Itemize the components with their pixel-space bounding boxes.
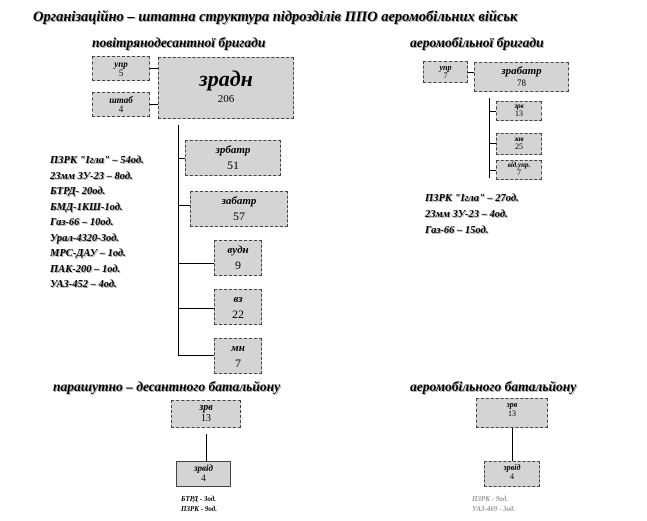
- vudn-node: вудн 9: [214, 240, 267, 281]
- airmobile-battalion-heading: аеромобільного батальйону: [410, 379, 577, 394]
- para-equipment-list: БТРД - 3од. ПЗРК - 9од.: [181, 495, 217, 513]
- airmobile-zav-node: зав 25: [496, 133, 542, 155]
- airmobile-batt-equipment-list: ПЗРК - 9од. УАЗ-469 - 3од.: [472, 495, 516, 513]
- upr-node: упр 5: [92, 56, 150, 81]
- airborne-brigade-heading: повітрянодесантної бригади: [92, 35, 266, 50]
- airmobile-vidupr-node: від.упр. 7: [496, 160, 542, 180]
- para-zrv-node: зрв 13: [171, 400, 246, 433]
- para-battalion-heading: парашутно – десантного батальйону: [53, 379, 281, 394]
- zrabatr-trunk-line: [489, 98, 490, 178]
- zradn-node: зрадн 206: [158, 57, 299, 124]
- zradn-trunk-line: [178, 125, 179, 356]
- airmobile-upr-node: упр 7: [423, 61, 468, 83]
- airmobile-zrv-node: зрв 13: [496, 101, 547, 126]
- airborne-equipment-list: ПЗРК "Ігла" – 54од. 23мм ЗУ-23 – 8од. БТ…: [50, 155, 144, 290]
- para-connector-line: [206, 434, 207, 461]
- airmobile-equipment-list: ПЗРК "Ігла" – 27од. 23мм ЗУ-23 – 4од. Га…: [425, 193, 519, 236]
- zrabatr-node: зрабатр 78: [474, 62, 574, 97]
- airmobile-batt-connector-line: [512, 428, 513, 461]
- airmobile-batt-zrv-node: зрв 13: [476, 398, 548, 428]
- page-title: Організаційно – штатна структура підрозд…: [33, 9, 518, 25]
- airmobile-brigade-heading: аеромобільної бригади: [410, 35, 544, 50]
- vz-node: вз 22: [214, 289, 267, 330]
- shtab-node: штаб 4: [92, 92, 150, 117]
- airmobile-batt-zrvid-node: зрвід 4: [484, 461, 545, 492]
- zrbatr-node: зрбатр 51: [185, 140, 286, 181]
- zabatr-node: забатр 57: [190, 191, 288, 227]
- mn-node: мн 7: [214, 338, 267, 379]
- para-zrvid-node: зрвід 4: [176, 461, 236, 492]
